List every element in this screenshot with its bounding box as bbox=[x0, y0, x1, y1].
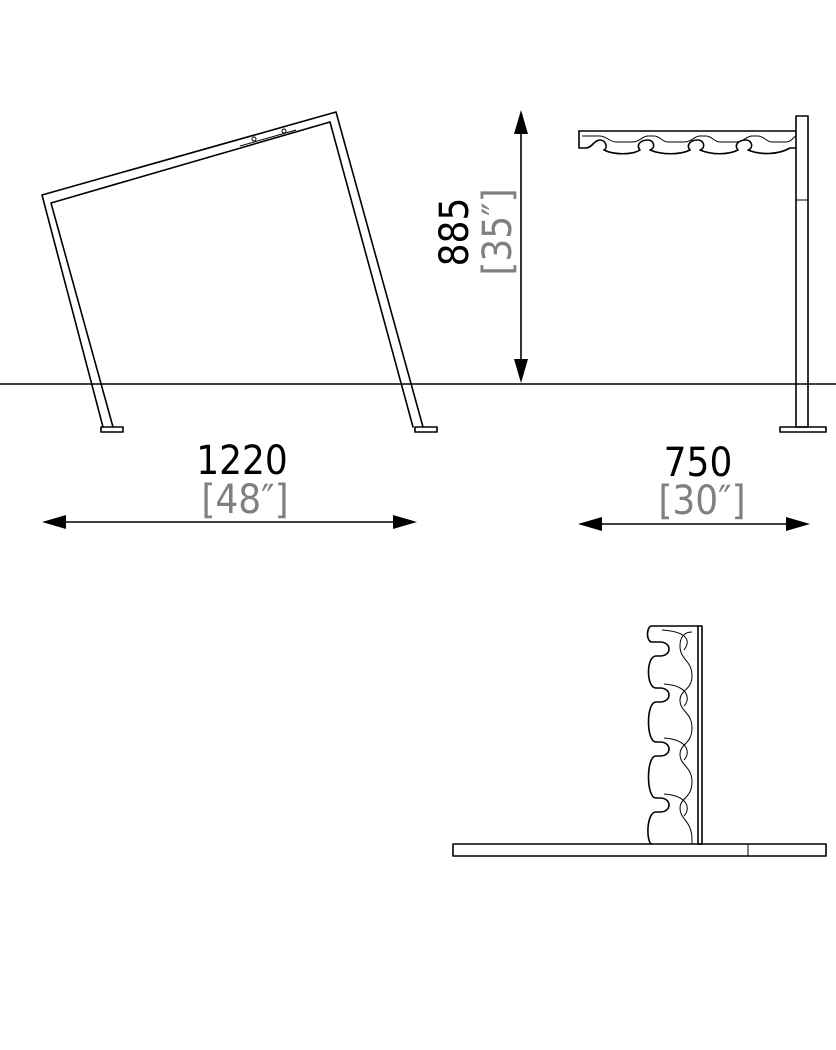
top-bar-plate bbox=[239, 129, 297, 147]
end-base-plate bbox=[452, 843, 827, 857]
front-view bbox=[41, 111, 438, 433]
arrow-left bbox=[578, 517, 602, 531]
foot-plate-left bbox=[100, 426, 124, 433]
height-inch-label: [35″] bbox=[475, 188, 521, 275]
bolt-hole bbox=[281, 128, 287, 134]
end-wave-inner bbox=[679, 631, 693, 844]
holder-arm-wave bbox=[578, 130, 797, 155]
side-post bbox=[795, 115, 809, 428]
arrow-left bbox=[42, 515, 66, 529]
depth-mm-label: 750 bbox=[664, 440, 733, 486]
bolt-hole bbox=[251, 136, 257, 142]
arrow-right bbox=[393, 515, 417, 529]
foot-plate-right bbox=[414, 426, 438, 433]
width-dimension: 1220 [48″] bbox=[42, 438, 417, 529]
side-view bbox=[578, 115, 827, 433]
side-base-plate bbox=[779, 426, 827, 433]
holder-arm-inner bbox=[582, 135, 797, 143]
arrow-up bbox=[514, 110, 528, 134]
end-upright bbox=[697, 625, 703, 845]
end-view bbox=[452, 625, 827, 857]
end-wave-profile bbox=[646, 625, 699, 845]
frame-inner bbox=[50, 121, 414, 428]
depth-dimension: 750 [30″] bbox=[578, 440, 810, 531]
width-inch-label: [48″] bbox=[201, 477, 288, 523]
height-dimension: 885 [35″] bbox=[432, 110, 528, 383]
width-mm-label: 1220 bbox=[196, 438, 288, 484]
end-wave-outer bbox=[661, 629, 688, 817]
height-mm-label: 885 bbox=[432, 198, 478, 267]
arrow-right bbox=[786, 517, 810, 531]
frame-outer bbox=[41, 111, 424, 428]
arrow-down bbox=[514, 359, 528, 383]
depth-inch-label: [30″] bbox=[658, 478, 745, 524]
